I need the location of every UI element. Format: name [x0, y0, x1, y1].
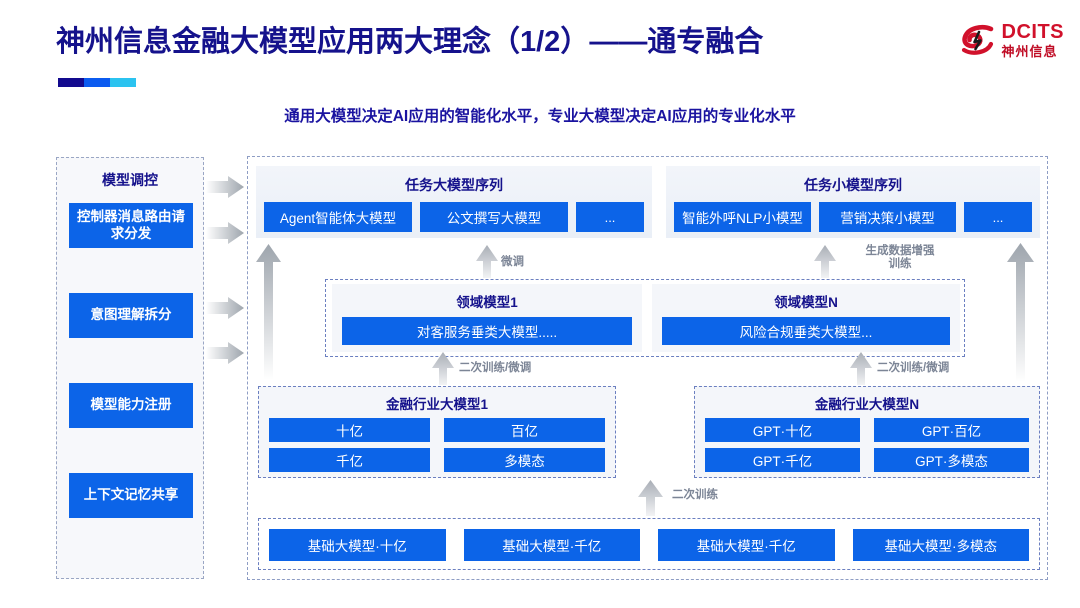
- industry-n-cell-1[interactable]: GPT·百亿: [874, 418, 1029, 442]
- task-small-model-sequence: 任务小模型序列 智能外呼NLP小模型 营销决策小模型 ...: [666, 166, 1040, 238]
- chip-agent-large-model[interactable]: Agent智能体大模型: [264, 202, 412, 232]
- label-retrain-finetune-left: 二次训练/微调: [459, 362, 532, 374]
- architecture-outer-panel: [247, 156, 1048, 580]
- accent-segment-2: [84, 78, 110, 87]
- chip-document-writing-model[interactable]: 公文撰写大模型: [420, 202, 568, 232]
- industry-model-1-grid: 十亿 百亿 千亿 多模态: [259, 413, 615, 472]
- chip-outbound-nlp-small-model[interactable]: 智能外呼NLP小模型: [674, 202, 811, 232]
- control-item-context[interactable]: 上下文记忆共享: [69, 473, 193, 518]
- domain-model-group: 领域模型1 对客服务垂类大模型..... 领域模型N 风险合规垂类大模型...: [325, 279, 965, 357]
- industry-model-n-title: 金融行业大模型N: [814, 397, 920, 412]
- connector-arrow-right-2: [206, 222, 244, 244]
- domain-model-n: 领域模型N 风险合规垂类大模型...: [652, 284, 960, 352]
- industry-model-1: 金融行业大模型1 十亿 百亿 千亿 多模态: [258, 386, 616, 478]
- task-large-model-chip-row: Agent智能体大模型 公文撰写大模型 ...: [256, 195, 652, 232]
- logo-swirl-icon: [960, 22, 996, 58]
- industry-model-1-title: 金融行业大模型1: [385, 397, 488, 412]
- logo-en-label: DCITS: [1001, 21, 1064, 43]
- domain-model-1-chip[interactable]: 对客服务垂类大模型.....: [342, 317, 632, 345]
- control-item-router[interactable]: 控制器消息路由请求分发: [69, 203, 193, 248]
- foundation-cell-0[interactable]: 基础大模型·十亿: [269, 529, 446, 561]
- domain-model-n-title: 领域模型N: [774, 295, 838, 310]
- accent-bar: [58, 78, 136, 87]
- foundation-model-group: 基础大模型·十亿 基础大模型·千亿 基础大模型·千亿 基础大模型·多模态: [258, 518, 1040, 570]
- accent-segment-3: [110, 78, 136, 87]
- industry-n-cell-2[interactable]: GPT·千亿: [705, 448, 860, 472]
- page-subtitle: 通用大模型决定AI应用的智能化水平，专业大模型决定AI应用的专业化水平: [284, 108, 796, 125]
- label-data-augmentation: 生成数据增强 训练: [840, 245, 960, 271]
- foundation-model-row: 基础大模型·十亿 基础大模型·千亿 基础大模型·千亿 基础大模型·多模态: [259, 519, 1039, 561]
- domain-model-n-chip[interactable]: 风险合规垂类大模型...: [662, 317, 950, 345]
- label-finetune-left: 微调: [501, 256, 524, 268]
- chip-marketing-decision-small-model[interactable]: 营销决策小模型: [819, 202, 956, 232]
- industry-model-n: 金融行业大模型N GPT·十亿 GPT·百亿 GPT·千亿 GPT·多模态: [694, 386, 1040, 478]
- industry-1-cell-0[interactable]: 十亿: [269, 418, 430, 442]
- foundation-cell-3[interactable]: 基础大模型·多模态: [852, 529, 1029, 561]
- task-large-model-sequence: 任务大模型序列 Agent智能体大模型 公文撰写大模型 ...: [256, 166, 652, 238]
- industry-1-cell-1[interactable]: 百亿: [444, 418, 605, 442]
- task-large-model-sequence-title: 任务大模型序列: [405, 177, 503, 193]
- chip-more-large-models[interactable]: ...: [576, 202, 644, 232]
- logo-text: DCITS 神州信息: [1002, 22, 1065, 58]
- foundation-cell-1[interactable]: 基础大模型·千亿: [463, 529, 640, 561]
- model-control-title: 模型调控: [102, 172, 158, 188]
- model-control-panel: 模型调控 控制器消息路由请求分发 意图理解拆分 模型能力注册 上下文记忆共享: [56, 157, 204, 579]
- domain-model-1: 领域模型1 对客服务垂类大模型.....: [332, 284, 642, 352]
- page-title: 神州信息金融大模型应用两大理念（1/2）——通专融合: [56, 26, 764, 58]
- industry-1-cell-3[interactable]: 多模态: [444, 448, 605, 472]
- connector-arrow-right-1: [206, 176, 244, 198]
- label-retrain-finetune-right: 二次训练/微调: [877, 362, 950, 374]
- industry-1-cell-2[interactable]: 千亿: [269, 448, 430, 472]
- task-small-model-chip-row: 智能外呼NLP小模型 营销决策小模型 ...: [666, 195, 1040, 232]
- label-data-augmentation-line2: 训练: [888, 258, 912, 271]
- label-data-augmentation-line1: 生成数据增强: [865, 245, 935, 257]
- foundation-cell-2[interactable]: 基础大模型·千亿: [658, 529, 835, 561]
- domain-model-1-title: 领域模型1: [456, 295, 518, 310]
- control-item-registry[interactable]: 模型能力注册: [69, 383, 193, 428]
- industry-n-cell-3[interactable]: GPT·多模态: [874, 448, 1029, 472]
- dcits-logo: DCITS 神州信息: [960, 22, 1065, 58]
- label-retrain-base: 二次训练: [672, 489, 718, 501]
- control-item-intent[interactable]: 意图理解拆分: [69, 293, 193, 338]
- logo-cn-label: 神州信息: [1001, 44, 1058, 59]
- connector-arrow-right-4: [206, 342, 244, 364]
- chip-more-small-models[interactable]: ...: [964, 202, 1032, 232]
- industry-n-cell-0[interactable]: GPT·十亿: [705, 418, 860, 442]
- industry-model-n-grid: GPT·十亿 GPT·百亿 GPT·千亿 GPT·多模态: [695, 413, 1039, 472]
- accent-segment-1: [58, 78, 84, 87]
- connector-arrow-right-3: [206, 297, 244, 319]
- task-small-model-sequence-title: 任务小模型序列: [804, 177, 902, 193]
